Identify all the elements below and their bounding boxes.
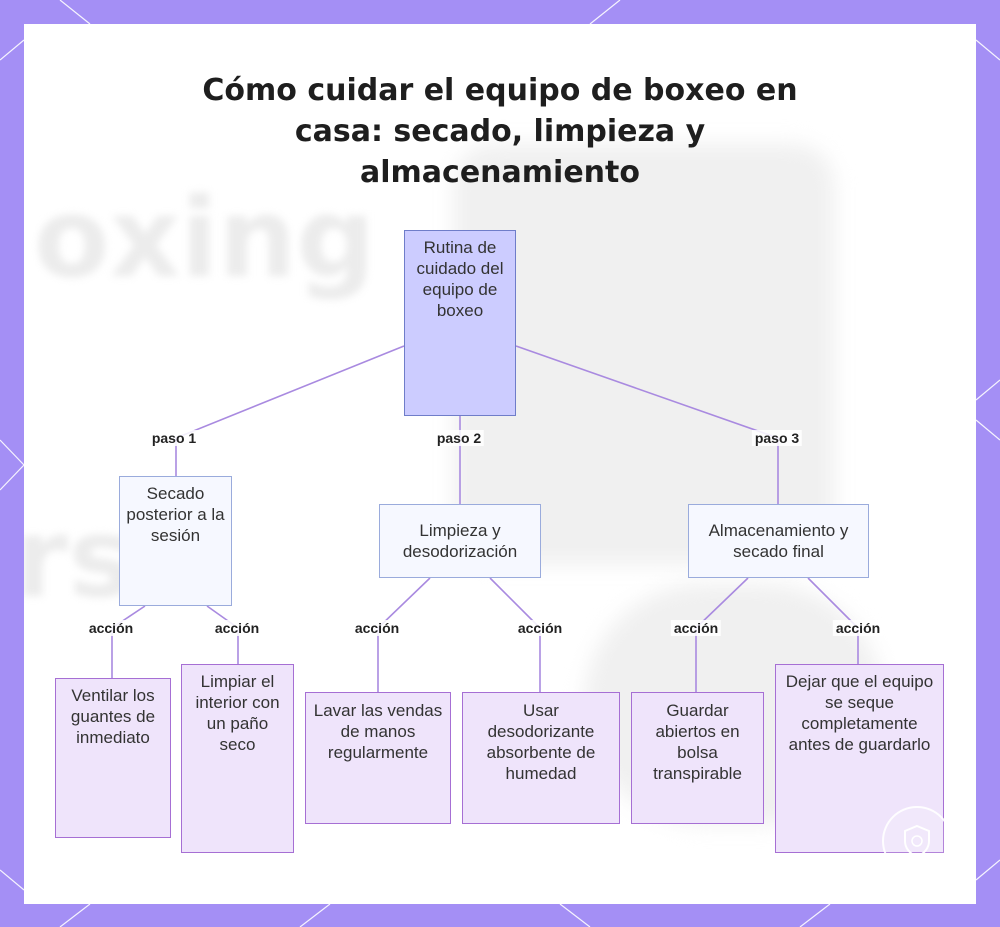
node-leaf-store-open: Guardar abiertos en bolsa transpirable [631,692,764,824]
edge-label-paso-2: paso 2 [434,430,484,446]
node-leaf-ventilate-gloves: Ventilar los guantes de inmediato [55,678,171,838]
edge-label-accion: acción [671,620,721,636]
edge-root-step1 [176,346,404,476]
node-step-cleaning: Limpieza y desodorización [379,504,541,578]
edge-label-paso-1: paso 1 [149,430,199,446]
edge-root-step3 [516,346,778,504]
node-step-drying: Secado posterior a la sesión [119,476,232,606]
edge-label-accion: acción [352,620,402,636]
node-step-storage: Almacenamiento y secado final [688,504,869,578]
edge-label-accion: acción [515,620,565,636]
edge-label-accion: acción [212,620,262,636]
edge-step1-leaf1a [112,606,145,678]
node-leaf-use-deodorizer: Usar desodorizante absorbente de humedad [462,692,620,824]
node-leaf-wash-wraps: Lavar las vendas de manos regularmente [305,692,451,824]
shield-seal-icon [882,806,952,876]
node-root-care-routine: Rutina de cuidado del equipo de boxeo [404,230,516,416]
edge-label-accion: acción [86,620,136,636]
node-leaf-clean-interior: Limpiar el interior con un paño seco [181,664,294,853]
edge-label-accion: acción [833,620,883,636]
edge-label-paso-3: paso 3 [752,430,802,446]
